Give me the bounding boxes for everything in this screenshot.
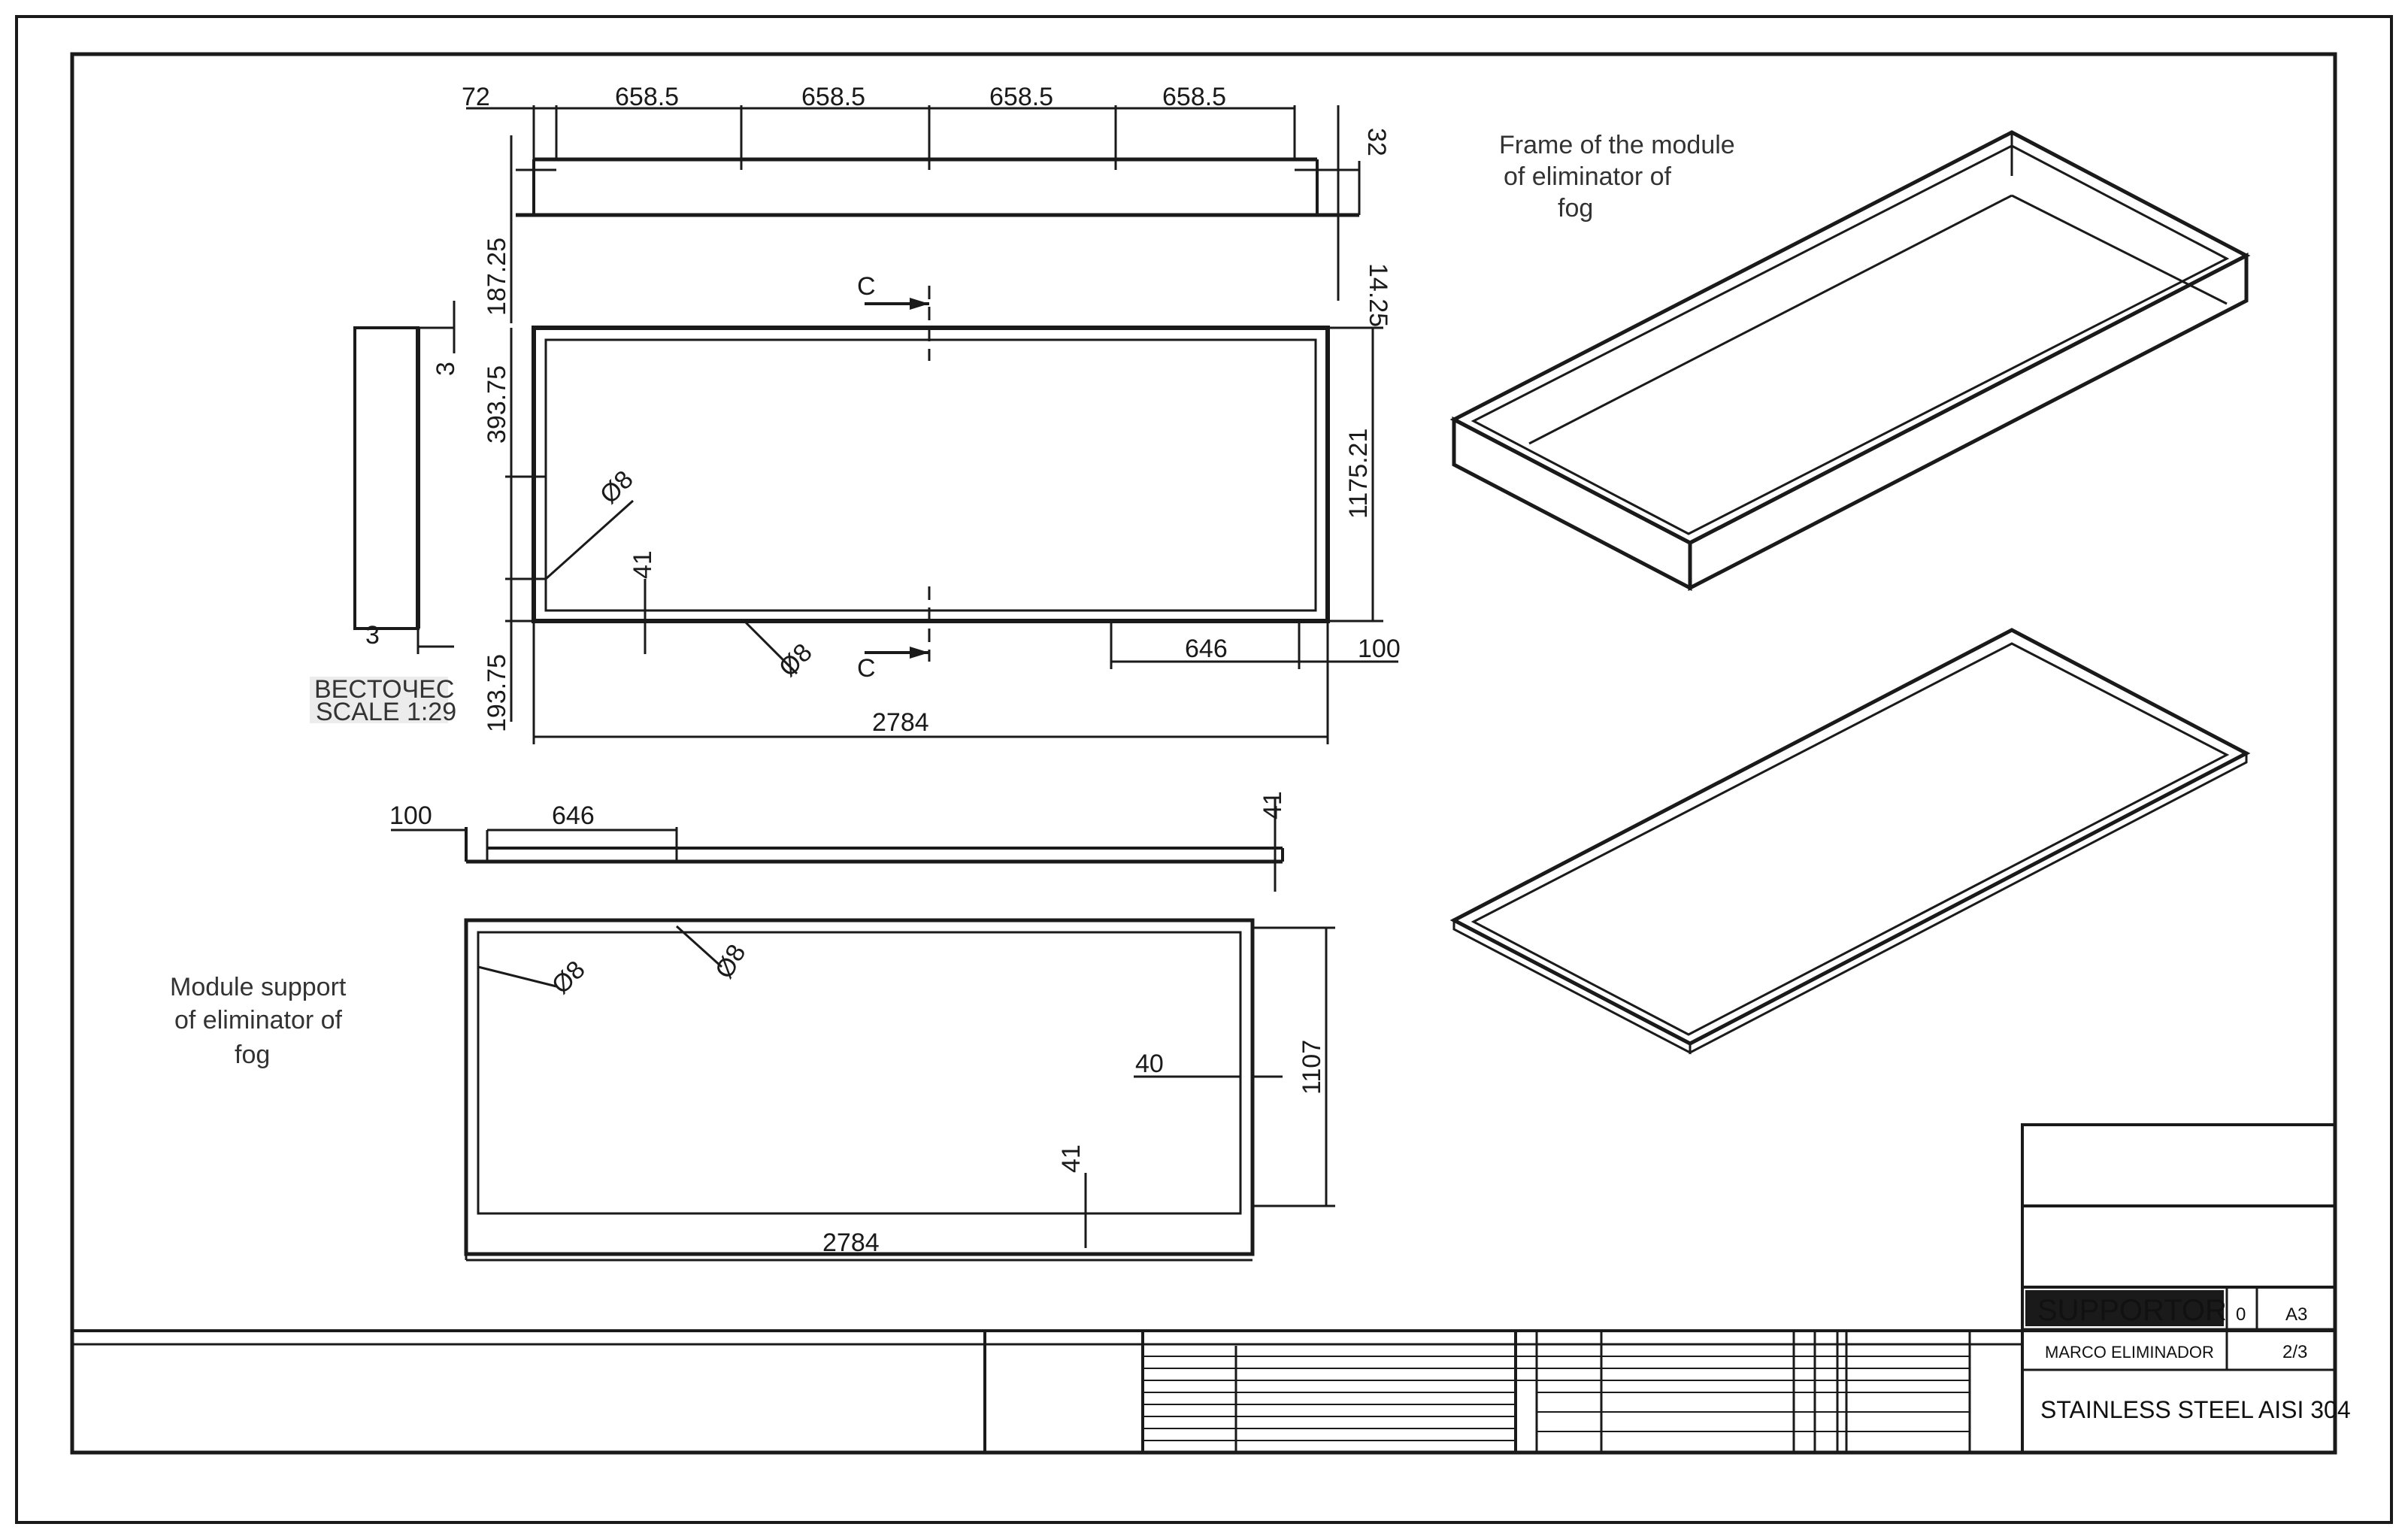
- dim-32: 32: [1362, 128, 1391, 156]
- dim-100-top: 100: [1358, 635, 1401, 663]
- lower-plan-view: [464, 918, 1335, 1262]
- dim-40: 40: [1135, 1050, 1164, 1078]
- sheet-number: 2/3: [2282, 1342, 2307, 1362]
- part-name-bg: [2025, 1290, 2224, 1326]
- iso-support-frame: [1449, 628, 2251, 1055]
- section-mark-c-bottom: C: [857, 654, 876, 683]
- scale-label-line1: BECTOЧEC: [314, 675, 454, 704]
- frame-label-line2: of eliminator of: [1504, 162, 1672, 191]
- dim-2784-lower: 2784: [822, 1228, 880, 1257]
- dim-658-5-d: 658.5: [1162, 83, 1226, 111]
- dim-658-5-a: 658.5: [615, 83, 679, 111]
- dim-646-top: 646: [1185, 635, 1228, 663]
- main-plan-view: [505, 286, 1398, 744]
- drawing-frame: [70, 52, 2337, 1455]
- iso-frame-box: [1449, 130, 2251, 592]
- dim-1107: 1107: [1298, 1040, 1326, 1095]
- dim-diam-8-lower-a: Ø8: [547, 956, 591, 1000]
- dim-100-lower: 100: [389, 801, 432, 830]
- subtitle: MARCO ELIMINADOR: [2045, 1343, 2214, 1362]
- material: STAINLESS STEEL AISI 304: [2040, 1396, 2351, 1423]
- dim-646-lower: 646: [552, 801, 595, 830]
- revision: 0: [2236, 1304, 2246, 1325]
- section-mark-c-top: C: [857, 272, 876, 301]
- module-support-label-line3: fog: [235, 1041, 270, 1069]
- dim-14-25: 14.25: [1364, 263, 1392, 327]
- module-support-label-line1: Module support: [170, 973, 347, 1001]
- side-section-view: [353, 301, 456, 654]
- dim-393-75: 393.75: [483, 365, 511, 444]
- side-dim-3-vertical: 3: [432, 362, 460, 376]
- dim-diam-8-lower-b: Ø8: [710, 940, 752, 983]
- dim-41-top: 41: [629, 550, 657, 579]
- sheet-size: A3: [2285, 1304, 2307, 1325]
- lower-edge-view: [391, 797, 1284, 892]
- dim-658-5-c: 658.5: [989, 83, 1053, 111]
- title-block: [72, 1123, 2337, 1454]
- part-name: SUPPORTOR: [2037, 1294, 2227, 1327]
- dim-1175-21: 1175.21: [1344, 429, 1373, 519]
- module-support-label-line2: of eliminator of: [174, 1006, 343, 1035]
- dim-658-5-b: 658.5: [801, 83, 865, 111]
- dim-72: 72: [462, 83, 490, 111]
- side-dim-3-horizontal: 3: [365, 621, 380, 650]
- scale-label-line2: SCALE 1:29: [316, 698, 456, 726]
- dim-193-75: 193.75: [483, 654, 511, 732]
- frame-label-line1: Frame of the module: [1499, 131, 1735, 159]
- dim-41-lower-bottom: 41: [1057, 1144, 1086, 1173]
- outer-border: [15, 15, 2393, 1524]
- dim-187-25: 187.25: [483, 238, 511, 316]
- scale-label-box: [310, 677, 448, 723]
- top-edge-view: [466, 105, 1361, 323]
- dim-41-lower-right: 41: [1259, 791, 1287, 819]
- frame-label-line3: fog: [1558, 194, 1593, 223]
- dim-2784-top: 2784: [872, 708, 929, 737]
- dim-diam-8-b: Ø8: [774, 638, 818, 683]
